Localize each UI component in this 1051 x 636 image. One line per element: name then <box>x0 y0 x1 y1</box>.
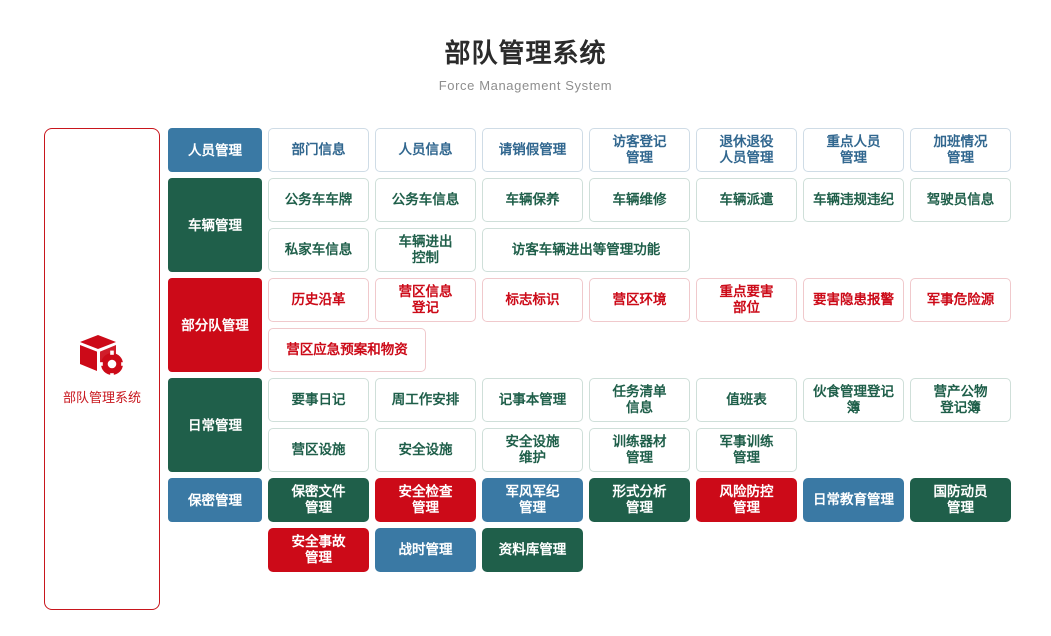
module-button[interactable]: 访客车辆进出等管理功能 <box>482 228 690 272</box>
module-row: 保密文件管理安全检查管理军风军纪管理形式分析管理风险防控管理日常教育管理国防动员… <box>268 478 1044 522</box>
module-button[interactable]: 退休退役人员管理 <box>696 128 797 172</box>
module-button[interactable]: 营区应急预案和物资 <box>268 328 426 372</box>
module-button[interactable]: 部门信息 <box>268 128 369 172</box>
module-button[interactable]: 周工作安排 <box>375 378 476 422</box>
module-button[interactable]: 战时管理 <box>375 528 476 572</box>
module-row: 安全事故管理战时管理资料库管理 <box>268 528 1044 572</box>
sidebar-brand-panel[interactable]: 部队管理系统 <box>44 128 160 610</box>
group-rows: 历史沿革营区信息登记标志标识营区环境重点要害部位要害隐患报警军事危险源营区应急预… <box>268 278 1044 372</box>
module-button[interactable]: 军事危险源 <box>910 278 1011 322</box>
module-group: 车辆管理公务车车牌公务车信息车辆保养车辆维修车辆派遣车辆违规违纪驾驶员信息私家车… <box>168 178 1044 272</box>
module-button[interactable]: 安全事故管理 <box>268 528 369 572</box>
module-button[interactable]: 人员信息 <box>375 128 476 172</box>
module-button[interactable]: 车辆进出控制 <box>375 228 476 272</box>
module-button[interactable]: 营区环境 <box>589 278 690 322</box>
module-button[interactable]: 军事训练管理 <box>696 428 797 472</box>
module-button[interactable]: 加班情况管理 <box>910 128 1011 172</box>
module-row: 要事日记周工作安排记事本管理任务清单信息值班表伙食管理登记簿营产公物登记簿 <box>268 378 1044 422</box>
module-button[interactable]: 形式分析管理 <box>589 478 690 522</box>
module-row: 部门信息人员信息请销假管理访客登记管理退休退役人员管理重点人员管理加班情况管理 <box>268 128 1044 172</box>
module-button[interactable]: 训练器材管理 <box>589 428 690 472</box>
module-button[interactable]: 营产公物登记簿 <box>910 378 1011 422</box>
module-row: 营区设施安全设施安全设施维护训练器材管理军事训练管理 <box>268 428 1044 472</box>
module-button[interactable]: 车辆维修 <box>589 178 690 222</box>
module-group: 部分队管理历史沿革营区信息登记标志标识营区环境重点要害部位要害隐患报警军事危险源… <box>168 278 1044 372</box>
group-rows: 要事日记周工作安排记事本管理任务清单信息值班表伙食管理登记簿营产公物登记簿营区设… <box>268 378 1044 472</box>
module-button[interactable]: 营区设施 <box>268 428 369 472</box>
module-button[interactable]: 日常教育管理 <box>803 478 904 522</box>
module-group: 人员管理部门信息人员信息请销假管理访客登记管理退休退役人员管理重点人员管理加班情… <box>168 128 1044 172</box>
module-button[interactable]: 请销假管理 <box>482 128 583 172</box>
sidebar-brand-label: 部队管理系统 <box>62 389 141 405</box>
module-button[interactable]: 安全设施维护 <box>482 428 583 472</box>
module-button[interactable]: 值班表 <box>696 378 797 422</box>
module-button[interactable]: 任务清单信息 <box>589 378 690 422</box>
module-button[interactable]: 伙食管理登记簿 <box>803 378 904 422</box>
group-label-button[interactable]: 日常管理 <box>168 378 262 472</box>
module-button[interactable]: 军风军纪管理 <box>482 478 583 522</box>
group-label-button[interactable]: 车辆管理 <box>168 178 262 272</box>
module-button[interactable]: 访客登记管理 <box>589 128 690 172</box>
module-group: 日常管理要事日记周工作安排记事本管理任务清单信息值班表伙食管理登记簿营产公物登记… <box>168 378 1044 472</box>
module-group: 保密管理保密文件管理安全检查管理军风军纪管理形式分析管理风险防控管理日常教育管理… <box>168 478 1044 522</box>
cube-gear-icon <box>78 333 126 379</box>
module-button[interactable]: 国防动员管理 <box>910 478 1011 522</box>
module-row: 公务车车牌公务车信息车辆保养车辆维修车辆派遣车辆违规违纪驾驶员信息 <box>268 178 1044 222</box>
group-rows: 部门信息人员信息请销假管理访客登记管理退休退役人员管理重点人员管理加班情况管理 <box>268 128 1044 172</box>
module-button[interactable]: 车辆违规违纪 <box>803 178 904 222</box>
module-button[interactable]: 保密文件管理 <box>268 478 369 522</box>
module-button[interactable]: 要事日记 <box>268 378 369 422</box>
module-button[interactable]: 安全检查管理 <box>375 478 476 522</box>
module-grid: 人员管理部门信息人员信息请销假管理访客登记管理退休退役人员管理重点人员管理加班情… <box>168 128 1044 572</box>
page-subtitle: Force Management System <box>438 78 613 93</box>
module-button[interactable]: 重点人员管理 <box>803 128 904 172</box>
module-button[interactable]: 资料库管理 <box>482 528 583 572</box>
module-button[interactable]: 风险防控管理 <box>696 478 797 522</box>
module-row: 历史沿革营区信息登记标志标识营区环境重点要害部位要害隐患报警军事危险源 <box>268 278 1044 322</box>
page-header: 部队管理系统 Force Management System <box>0 0 1051 95</box>
module-button[interactable]: 私家车信息 <box>268 228 369 272</box>
module-button[interactable]: 公务车车牌 <box>268 178 369 222</box>
module-button[interactable]: 车辆派遣 <box>696 178 797 222</box>
module-button[interactable]: 驾驶员信息 <box>910 178 1011 222</box>
group-rows: 保密文件管理安全检查管理军风军纪管理形式分析管理风险防控管理日常教育管理国防动员… <box>268 478 1044 522</box>
group-label-button[interactable]: 部分队管理 <box>168 278 262 372</box>
module-button[interactable]: 记事本管理 <box>482 378 583 422</box>
module-row: 私家车信息车辆进出控制访客车辆进出等管理功能 <box>268 228 1044 272</box>
module-button[interactable]: 营区信息登记 <box>375 278 476 322</box>
group-label-button[interactable]: 人员管理 <box>168 128 262 172</box>
group-rows: 公务车车牌公务车信息车辆保养车辆维修车辆派遣车辆违规违纪驾驶员信息私家车信息车辆… <box>268 178 1044 272</box>
module-button[interactable]: 车辆保养 <box>482 178 583 222</box>
content-area: 部队管理系统 人员管理部门信息人员信息请销假管理访客登记管理退休退役人员管理重点… <box>0 128 1051 610</box>
module-button[interactable]: 安全设施 <box>375 428 476 472</box>
module-button[interactable]: 重点要害部位 <box>696 278 797 322</box>
module-row: 营区应急预案和物资 <box>268 328 1044 372</box>
module-button[interactable]: 历史沿革 <box>268 278 369 322</box>
module-button[interactable]: 标志标识 <box>482 278 583 322</box>
group-label-button[interactable]: 保密管理 <box>168 478 262 522</box>
module-button[interactable]: 公务车信息 <box>375 178 476 222</box>
page-title: 部队管理系统 <box>444 38 607 68</box>
module-button[interactable]: 要害隐患报警 <box>803 278 904 322</box>
